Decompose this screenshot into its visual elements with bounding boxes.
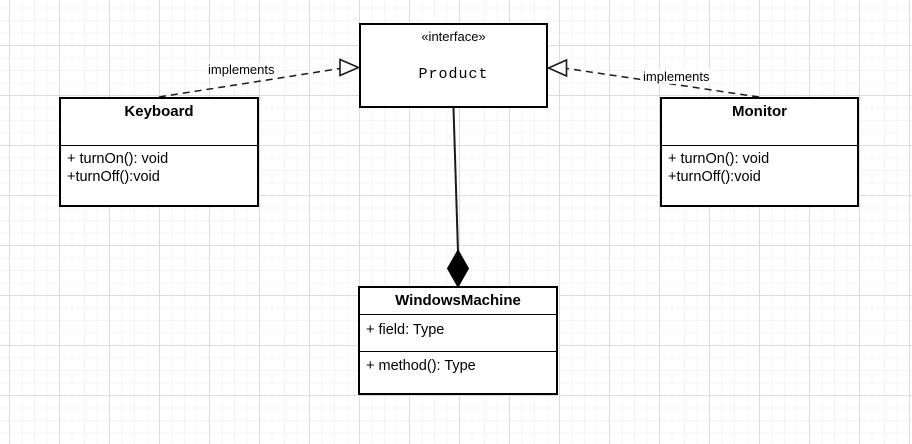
member-row: + turnOn(): void [67, 151, 169, 167]
realization-edge-keyboard[interactable] [158, 67, 341, 98]
class-title-compartment: WindowsMachine [360, 288, 556, 315]
edge-label-implements-right[interactable]: implements [642, 69, 711, 84]
class-title-compartment: Monitor [662, 99, 857, 146]
member-row: +turnOff():void [67, 168, 160, 185]
class-box-keyboard[interactable]: Keyboard + turnOn(): void +turnOff():voi… [59, 97, 259, 207]
hollow-triangle-arrowhead-left [339, 58, 361, 77]
class-box-monitor[interactable]: Monitor + turnOn(): void +turnOff():void [660, 97, 859, 207]
interface-box-product[interactable]: «interface» Product [359, 23, 548, 108]
class-box-windowsmachine[interactable]: WindowsMachine + field: Type + method():… [358, 286, 558, 395]
class-title: Keyboard [124, 103, 194, 120]
member-row: + turnOn(): void [668, 151, 770, 167]
class-title: Monitor [732, 103, 787, 120]
interface-name: Product [418, 66, 489, 83]
interface-stereotype: «interface» [421, 29, 486, 44]
class-title: WindowsMachine [395, 292, 521, 309]
field-row: + field: Type [360, 315, 556, 352]
class-title-compartment: Keyboard [61, 99, 257, 146]
hollow-triangle-arrowhead-right [546, 58, 568, 78]
member-row: +turnOff():void [668, 168, 761, 185]
composition-diamond [446, 248, 470, 289]
method-row: + method(): Type [366, 358, 476, 374]
class-members-compartment: + turnOn(): void +turnOff():void [61, 146, 257, 191]
class-members-compartment: + turnOn(): void +turnOff():void [662, 146, 857, 191]
edge-label-implements-left[interactable]: implements [207, 62, 276, 77]
composition-edge[interactable] [452, 107, 459, 253]
